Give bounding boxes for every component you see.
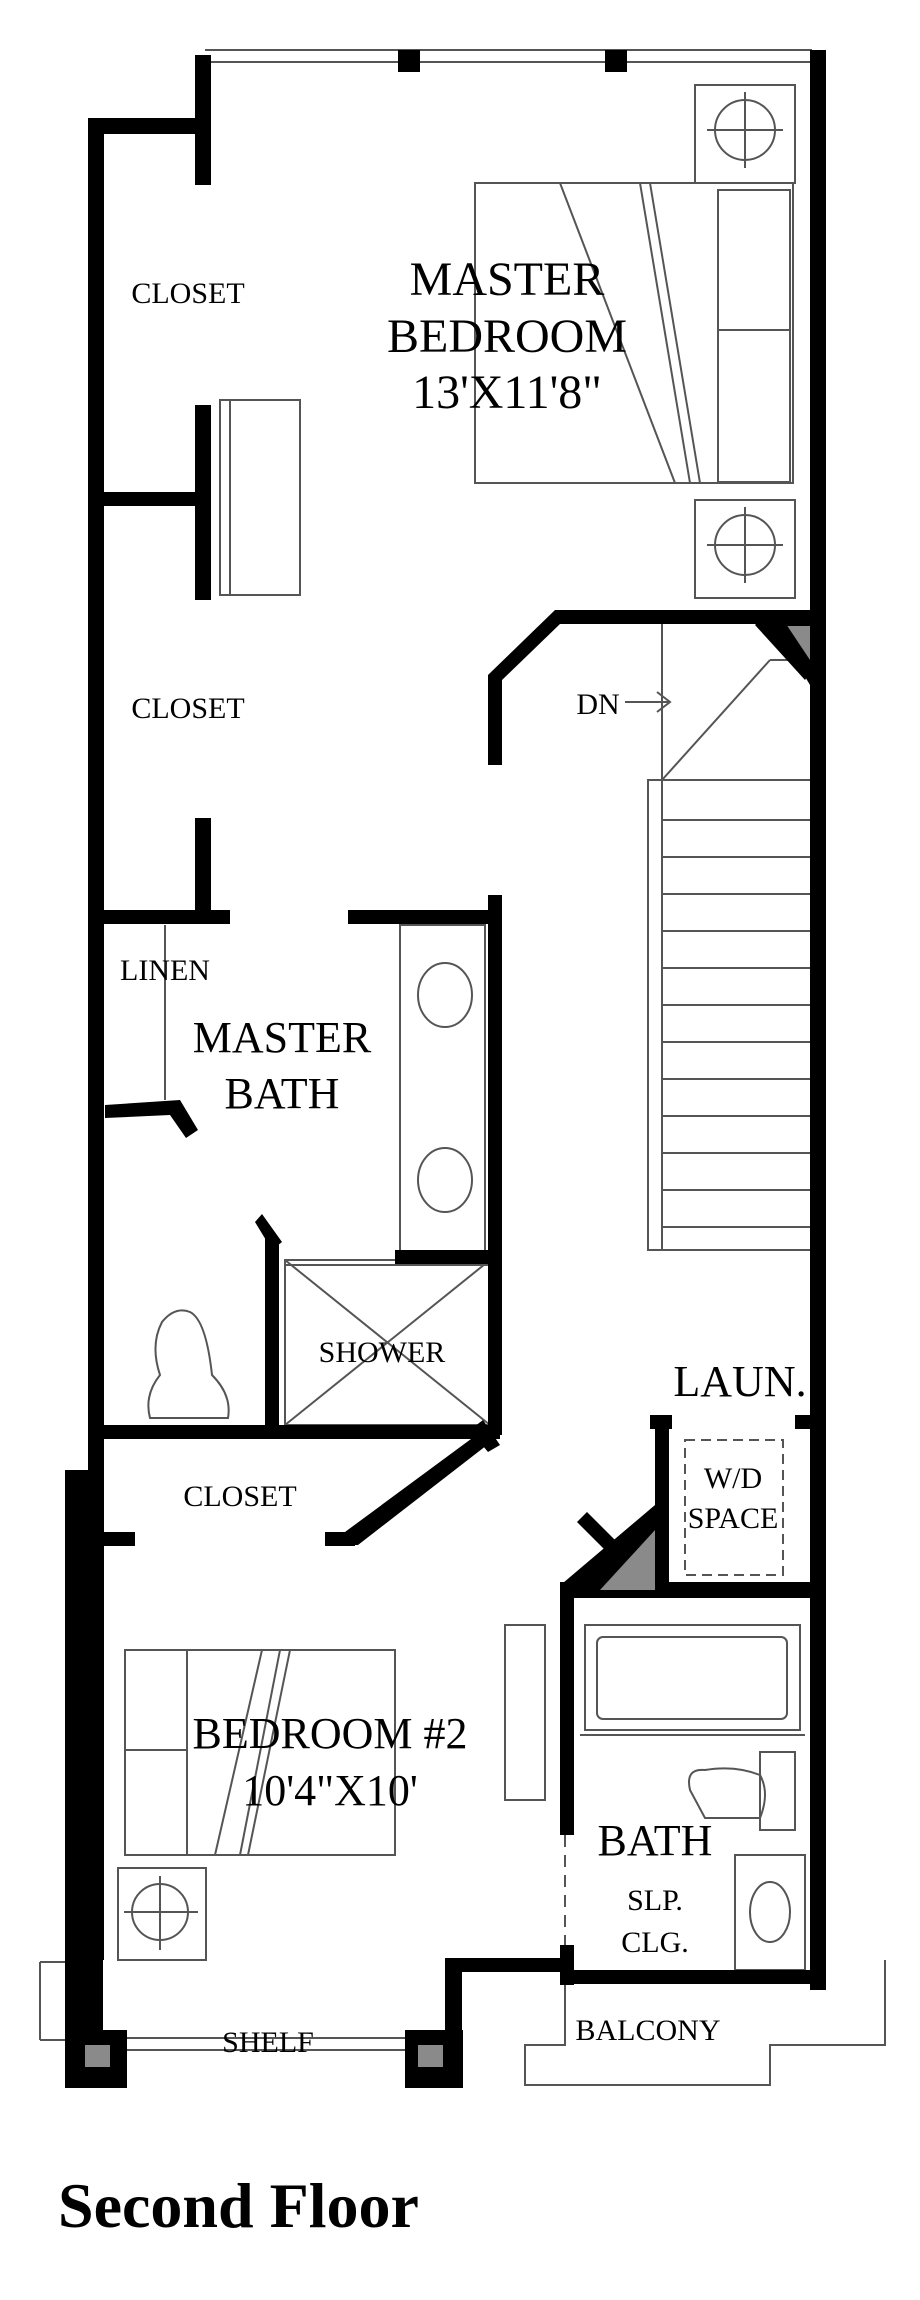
bath-name: BATH [598,1816,713,1865]
master-bedroom-name-line2: BEDROOM [387,310,627,363]
master-bath-name-line1: MASTER [193,1013,372,1062]
closet-middle-label: CLOSET [131,692,244,725]
wd-space-line1: W/D [704,1462,762,1495]
shower-label: SHOWER [319,1336,446,1369]
laundry-label: LAUN. [673,1357,806,1406]
bath-note-line2: CLG. [621,1926,689,1959]
bath-note-line1: SLP. [627,1884,683,1917]
master-bath-name-line2: BATH [225,1069,340,1118]
walls [65,50,826,2088]
bedroom2-name: BEDROOM #2 [192,1709,467,1758]
column-right [418,2045,443,2067]
master-bedroom-dimensions: 13'X11'8" [412,366,602,419]
floor-caption: Second Floor [58,2170,419,2241]
shelf-label: SHELF [222,2026,314,2059]
room-labels: MASTER BEDROOM 13'X11'8" CLOSET CLOSET D… [120,253,807,2059]
closet-bedroom2-label: CLOSET [183,1480,296,1513]
linen-label: LINEN [120,954,210,987]
wd-space-line2: SPACE [688,1502,779,1535]
balcony-label: BALCONY [575,2014,720,2047]
stairs-down-label: DN [576,688,619,721]
bedroom2-dimensions: 10'4"X10' [242,1766,418,1815]
closet-top-label: CLOSET [131,277,244,310]
column-left [85,2045,110,2067]
fixture-lines [39,49,886,2086]
master-bedroom-name-line1: MASTER [410,253,605,306]
